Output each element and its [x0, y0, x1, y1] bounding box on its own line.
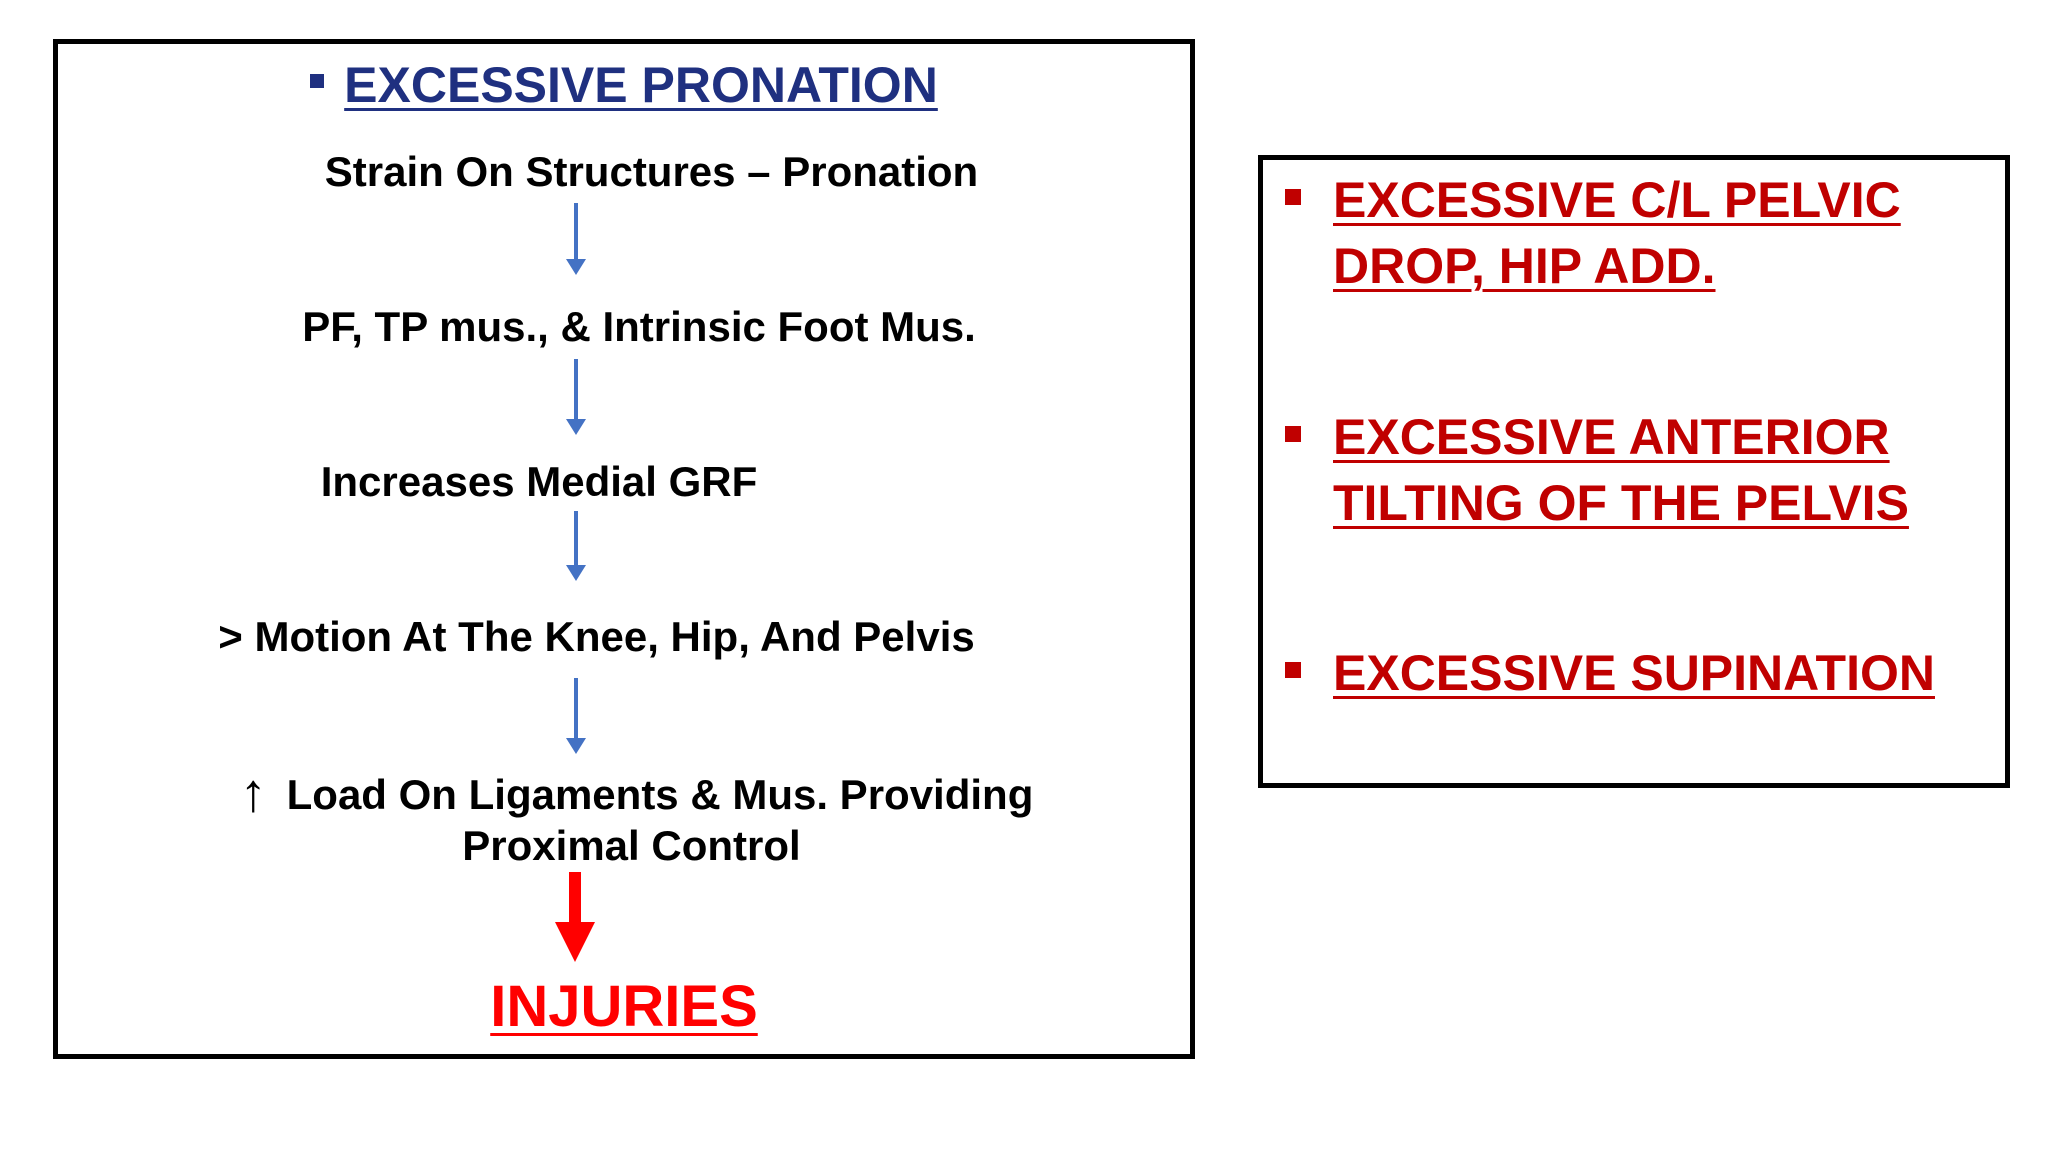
- condition-line: DROP, HIP ADD.: [1333, 238, 1716, 294]
- bullet-square-icon: [1285, 426, 1301, 442]
- flow-step-grf: Increases Medial GRF: [320, 458, 758, 505]
- pronation-flow-panel: EXCESSIVE PRONATION Strain On Structures…: [53, 39, 1195, 1059]
- flow-arrow-down-icon: [566, 203, 586, 275]
- condition-item: EXCESSIVE C/L PELVIC DROP, HIP ADD.: [1281, 167, 1993, 299]
- flow-outcome: INJURIES: [58, 972, 1190, 1042]
- flow-arrow-down-icon: [566, 678, 586, 754]
- bullet-square-icon: [310, 73, 325, 88]
- condition-item: EXCESSIVE SUPINATION: [1281, 640, 1993, 706]
- flow-outcome-text: INJURIES: [490, 974, 758, 1039]
- flow-step-load-text: Load On Ligaments & Mus. Providing: [286, 771, 1034, 818]
- condition-line: EXCESSIVE SUPINATION: [1333, 645, 1935, 701]
- increase-arrow-up-icon: ↑: [239, 763, 267, 823]
- condition-item: EXCESSIVE ANTERIOR TILTING OF THE PELVIS: [1281, 404, 1993, 536]
- flow-title: EXCESSIVE PRONATION: [58, 50, 1190, 120]
- flow-arrow-down-icon: [566, 511, 586, 581]
- flow-step-muscles: PF, TP mus., & Intrinsic Foot Mus.: [302, 303, 976, 350]
- bullet-square-icon: [1285, 189, 1301, 205]
- related-conditions-panel: EXCESSIVE C/L PELVIC DROP, HIP ADD. EXCE…: [1258, 155, 2010, 788]
- flow-step-load-line2: Proximal Control: [462, 822, 801, 869]
- condition-line: TILTING OF THE PELVIS: [1333, 475, 1909, 531]
- injury-arrow-down-icon: [555, 872, 595, 962]
- condition-line: EXCESSIVE C/L PELVIC: [1333, 172, 1901, 228]
- condition-line: EXCESSIVE ANTERIOR: [1333, 409, 1890, 465]
- flow-arrow-down-icon: [566, 359, 586, 435]
- flow-step-motion: > Motion At The Knee, Hip, And Pelvis: [218, 613, 975, 660]
- flow-title-text: EXCESSIVE PRONATION: [344, 57, 938, 113]
- flow-step-strain: Strain On Structures – Pronation: [324, 148, 979, 195]
- flow-step-load: ↑ Load On Ligaments & Mus. Providing: [58, 763, 1190, 823]
- bullet-square-icon: [1285, 662, 1301, 678]
